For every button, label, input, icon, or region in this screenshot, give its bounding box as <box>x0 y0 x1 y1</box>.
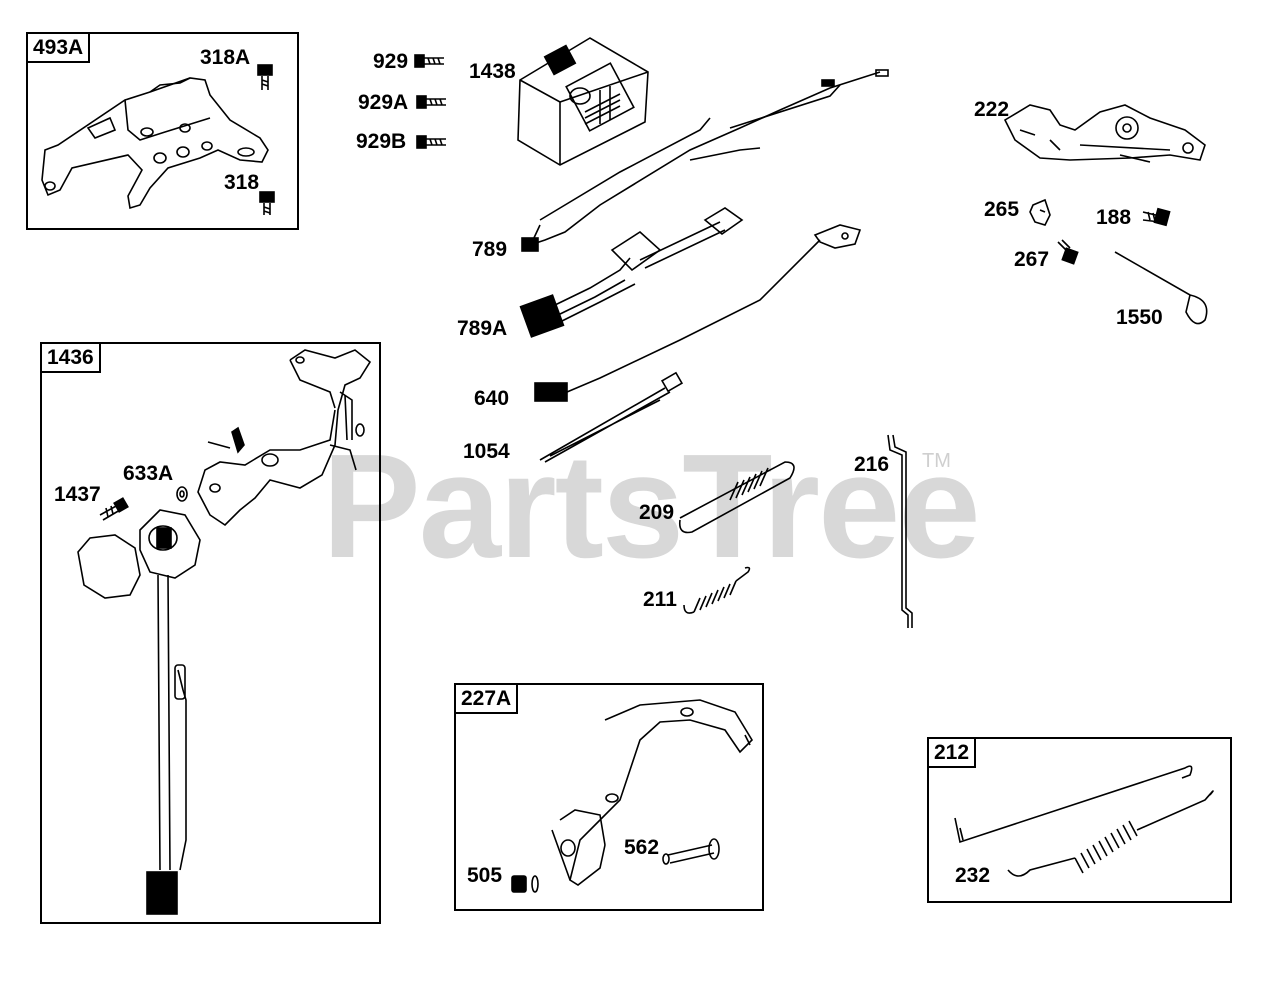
part-929B-screw[interactable] <box>416 135 446 149</box>
part-209-spring[interactable] <box>678 461 795 534</box>
part-label-1550[interactable]: 1550 <box>1116 306 1163 329</box>
part-232-spring[interactable] <box>1007 790 1214 877</box>
part-227A-bracket[interactable] <box>551 699 754 886</box>
part-label-929[interactable]: 929 <box>373 50 409 73</box>
group-1436-label[interactable]: 1436 <box>40 342 101 373</box>
part-267-nut[interactable] <box>1057 239 1079 265</box>
part-212-link[interactable] <box>954 765 1193 844</box>
part-789-harness[interactable] <box>521 69 889 252</box>
part-318-screw[interactable] <box>259 191 275 215</box>
part-505-nut[interactable] <box>511 875 539 893</box>
part-929-screw[interactable] <box>414 54 444 68</box>
watermark-text: PartsTree <box>322 424 981 589</box>
group-1436-box: 1436 <box>40 342 381 924</box>
group-212-box: 212 <box>927 737 1232 903</box>
group-493A-label[interactable]: 493A <box>26 32 91 63</box>
part-label-633A[interactable]: 633A <box>123 462 174 485</box>
part-188-screw[interactable] <box>1142 207 1171 227</box>
part-label-188[interactable]: 188 <box>1096 206 1132 229</box>
part-label-232[interactable]: 232 <box>955 864 991 887</box>
part-label-789[interactable]: 789 <box>472 238 508 261</box>
part-493A-bracket[interactable] <box>41 77 269 210</box>
part-label-265[interactable]: 265 <box>984 198 1020 221</box>
part-1436-bracket[interactable] <box>197 349 372 527</box>
part-label-318[interactable]: 318 <box>224 171 260 194</box>
part-1436-switch[interactable] <box>77 509 201 915</box>
part-label-211[interactable]: 211 <box>643 588 677 611</box>
part-1438-module[interactable] <box>517 37 649 166</box>
part-label-505[interactable]: 505 <box>467 864 503 887</box>
part-label-216[interactable]: 216 <box>854 453 890 476</box>
part-label-209[interactable]: 209 <box>639 501 675 524</box>
part-789A-harness[interactable] <box>519 207 744 338</box>
part-label-222[interactable]: 222 <box>974 98 1010 121</box>
part-1054-tie[interactable] <box>539 371 684 463</box>
group-227A-label[interactable]: 227A <box>454 683 519 714</box>
part-label-1054[interactable]: 1054 <box>463 440 510 463</box>
part-1550-link[interactable] <box>1114 251 1208 325</box>
part-265-clip[interactable] <box>1029 198 1051 226</box>
part-640-lead[interactable] <box>534 224 862 402</box>
watermark-trademark: TM <box>922 450 951 472</box>
part-label-640[interactable]: 640 <box>474 387 510 410</box>
part-label-562[interactable]: 562 <box>624 836 660 859</box>
part-label-318A[interactable]: 318A <box>200 46 251 69</box>
part-216-rod[interactable] <box>887 434 913 628</box>
part-label-1437[interactable]: 1437 <box>54 483 101 506</box>
part-211-spring[interactable] <box>683 566 751 614</box>
part-label-929B[interactable]: 929B <box>356 130 407 153</box>
part-1437-screw[interactable] <box>99 497 129 521</box>
part-929A-screw[interactable] <box>416 95 446 109</box>
part-label-789A[interactable]: 789A <box>457 317 508 340</box>
part-222-assembly[interactable] <box>1003 104 1206 163</box>
part-318A-screw[interactable] <box>257 64 273 90</box>
group-227A-box: 227A <box>454 683 764 911</box>
part-label-1438[interactable]: 1438 <box>469 60 516 83</box>
part-label-267[interactable]: 267 <box>1014 248 1050 271</box>
part-633A-washer[interactable] <box>176 486 188 502</box>
part-562-pin[interactable] <box>662 838 720 865</box>
group-493A-box: 493A <box>26 32 299 230</box>
group-212-label[interactable]: 212 <box>927 737 977 768</box>
part-label-929A[interactable]: 929A <box>358 91 409 114</box>
